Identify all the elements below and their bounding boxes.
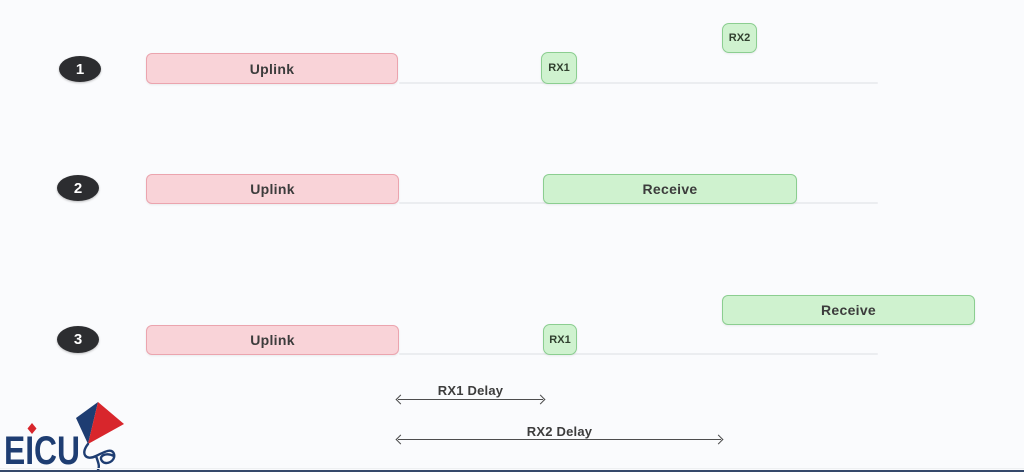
step-1-uplink-box: Uplink: [146, 53, 398, 84]
step-2-receive-box: Receive: [543, 174, 797, 204]
step-3-badge: 3: [57, 326, 99, 353]
rx1-delay-arrow: [398, 399, 543, 400]
step-1-uplink-label: Uplink: [249, 60, 295, 77]
step-1-rx1-label: RX1: [548, 62, 570, 74]
bottom-border: [0, 469, 1024, 472]
eicu-logo: EICU: [2, 398, 134, 472]
step-1-badge: 1: [59, 56, 101, 82]
step-3-receive-label: Receive: [820, 302, 877, 318]
step-2-number: 2: [73, 179, 83, 197]
rx2-delay-label: RX2 Delay: [526, 424, 593, 439]
step-1-rx2-label: RX2: [728, 32, 751, 44]
eicu-kite-icon: EICU: [4, 402, 124, 472]
step-1-timeline: [399, 82, 878, 84]
rx2-delay-arrow: [398, 439, 721, 440]
eicu-logo-text: EICU: [4, 429, 80, 470]
step-1-number: 1: [75, 60, 85, 78]
step-3-number: 3: [73, 331, 83, 348]
step-3-timeline: [399, 353, 878, 355]
rx1-delay-label: RX1 Delay: [437, 383, 504, 398]
step-2-uplink-label: Uplink: [250, 181, 295, 197]
step-2-receive-label: Receive: [642, 181, 698, 197]
step-3-uplink-box: Uplink: [146, 325, 399, 355]
step-2-uplink-box: Uplink: [146, 174, 399, 204]
step-3-uplink-label: Uplink: [250, 332, 295, 348]
step-3-receive-box: Receive: [722, 295, 975, 325]
step-1-rx2-box: RX2: [722, 23, 757, 53]
step-2-badge: 2: [57, 175, 99, 201]
step-1-rx1-box: RX1: [541, 52, 577, 84]
step-3-rx1-label: RX1: [549, 333, 571, 346]
step-3-rx1-box: RX1: [543, 324, 577, 355]
bottom-divider: [0, 468, 1024, 469]
